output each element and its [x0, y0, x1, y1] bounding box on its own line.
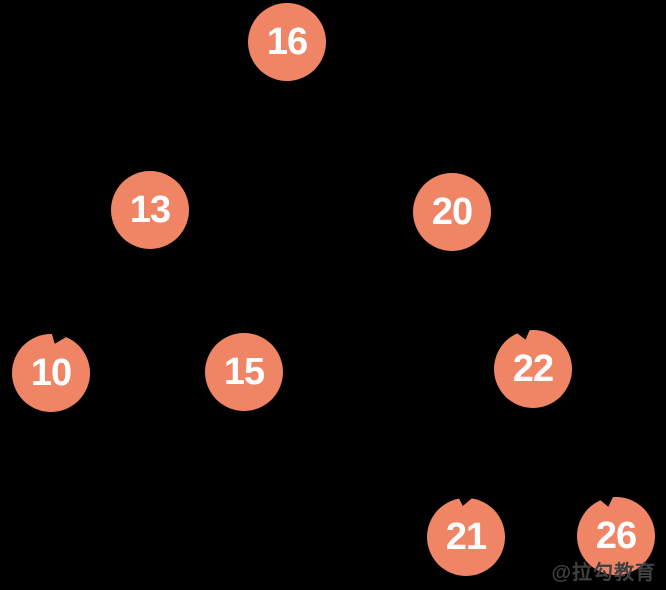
tree-node-26: 26 [577, 497, 655, 575]
tree-node-16: 16 [248, 3, 326, 81]
tree-node-20: 20 [413, 173, 491, 251]
node-value: 13 [129, 189, 171, 231]
tree-node-21: 21 [427, 498, 505, 576]
watermark: @拉勾教育 [551, 562, 656, 584]
tree-node-10: 10 [12, 334, 90, 412]
node-value: 15 [223, 351, 265, 393]
node-value: 10 [30, 352, 72, 394]
node-value: 22 [512, 348, 554, 390]
tree-node-13: 13 [111, 171, 189, 249]
tree-node-22: 22 [494, 330, 572, 408]
tree-node-15: 15 [205, 333, 283, 411]
node-value: 21 [445, 516, 487, 558]
node-value: 20 [431, 191, 473, 233]
arrowhead-notch-icon [597, 493, 616, 509]
arrowhead-notch-icon [46, 329, 66, 346]
node-value: 26 [595, 515, 637, 557]
arrowhead-notch-icon [454, 493, 473, 508]
node-value: 16 [266, 21, 308, 63]
arrowhead-notch-icon [514, 326, 534, 342]
